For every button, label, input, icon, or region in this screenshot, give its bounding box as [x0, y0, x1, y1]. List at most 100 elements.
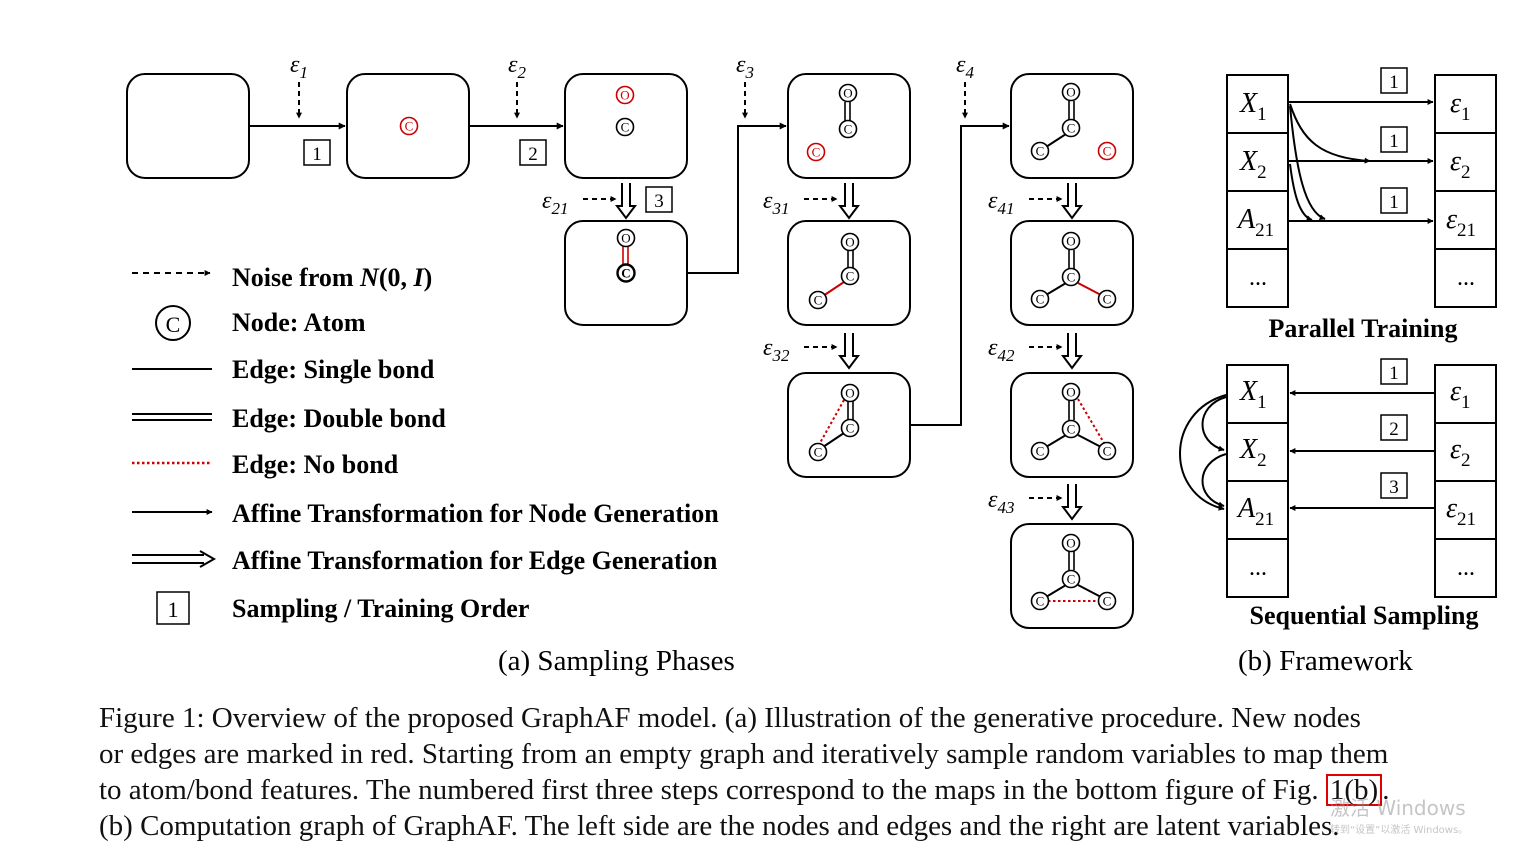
- pt-left-a21: A21: [1236, 204, 1274, 241]
- edge-step-32: ε32: [763, 333, 860, 370]
- legend: Noise from N(0, I) C Node: Atom Edge: Si…: [132, 263, 719, 625]
- subcaption-a: (a) Sampling Phases: [498, 645, 735, 677]
- atom-node: [1097, 141, 1117, 161]
- legend-noise-label: Noise from N(0, I): [232, 263, 432, 292]
- atom-node: [1030, 289, 1050, 309]
- legend-affine-node-label: Affine Transformation for Node Generatio…: [232, 499, 719, 528]
- atom-label: C: [621, 120, 630, 135]
- figure-caption: Figure 1: Overview of the proposed Graph…: [99, 700, 1529, 844]
- atom-label: O: [1066, 536, 1075, 551]
- sampling-phases-panel: ε1 ε2 ε3 ε4 1 2 3 ε21 ε31 ε32 ε41: [126, 52, 1134, 629]
- atom-node: [1030, 441, 1050, 461]
- order-mark-3-text: 3: [654, 191, 664, 212]
- order-mark-3: [645, 186, 673, 213]
- figure-reference-link[interactable]: 1(b): [1325, 774, 1383, 806]
- subcaption-b: (b) Framework: [1238, 645, 1413, 677]
- noise-label-1: ε1: [290, 52, 308, 82]
- atom-label: C: [844, 122, 853, 137]
- atom-label: C: [1036, 292, 1045, 307]
- atom-label: C: [814, 293, 823, 308]
- atom-node: [840, 418, 860, 438]
- order-mark-2: [519, 139, 547, 166]
- atom-label: C: [1103, 594, 1112, 609]
- legend-single-label: Edge: Single bond: [232, 355, 435, 384]
- sequential-sampling-title: Sequential Sampling: [1249, 601, 1478, 630]
- atom-label: O: [621, 231, 630, 246]
- pt-right-e2: ε2: [1450, 146, 1471, 183]
- atom-node: [840, 232, 860, 252]
- order-mark-2-text: 2: [528, 144, 538, 165]
- pt-left-x1: X1: [1239, 88, 1267, 125]
- atom-node: [1097, 441, 1117, 461]
- pt-left-x2: X2: [1239, 146, 1267, 183]
- atom-node: [1097, 591, 1117, 611]
- edge-step-43: ε43: [988, 484, 1083, 521]
- atom-label: C: [1067, 572, 1076, 587]
- atom-label: C: [814, 445, 823, 460]
- ss-left-x2: X2: [1239, 434, 1267, 471]
- atom-label: C: [1036, 444, 1045, 459]
- atom-node: [1061, 231, 1081, 251]
- atom-label: O: [1066, 234, 1075, 249]
- noise-label-4: ε4: [956, 52, 974, 82]
- atom-node: [1061, 82, 1081, 102]
- atom-node: [840, 383, 860, 403]
- legend-nobond-label: Edge: No bond: [232, 450, 399, 479]
- legend-order-swatch: [156, 591, 190, 625]
- atom-label: C: [1103, 144, 1112, 159]
- caption-line-3: to atom/bond features. The numbered firs…: [99, 774, 1390, 806]
- atom-node: [1061, 533, 1081, 553]
- atom-node: [616, 263, 636, 283]
- ss-right-e21: ε21: [1446, 493, 1476, 530]
- svg-text:ε21: ε21: [542, 188, 568, 218]
- ss-mark-2: 2: [1389, 419, 1399, 440]
- noise-label-3: ε3: [736, 52, 754, 82]
- graphaf-figure: ε1 ε2 ε3 ε4 1 2 3 ε21 ε31 ε32 ε41: [126, 52, 1497, 677]
- atom-label: C: [1036, 594, 1045, 609]
- state-box-4-2: [1010, 372, 1134, 478]
- ss-mark-1: 1: [1389, 363, 1399, 384]
- svg-text:ε31: ε31: [763, 188, 789, 218]
- atom-label: O: [845, 235, 854, 250]
- atom-node: [615, 117, 635, 137]
- flow-arrow-3: [687, 122, 787, 274]
- pt-mark-3: 1: [1389, 192, 1399, 213]
- state-box-4: [1010, 73, 1134, 179]
- atom-node: [399, 116, 419, 136]
- svg-text:ε32: ε32: [763, 335, 790, 365]
- edge-step-41: ε41: [988, 183, 1083, 220]
- atom-label: C: [1103, 444, 1112, 459]
- legend-order-swatch-text: 1: [168, 597, 179, 622]
- pt-mark-1: 1: [1389, 72, 1399, 93]
- edge-step-21: ε21: [542, 183, 637, 220]
- atom-label: C: [846, 269, 855, 284]
- atom-node: [840, 266, 860, 286]
- ss-right-e2: ε2: [1450, 434, 1471, 471]
- pt-mark-2: 1: [1389, 131, 1399, 152]
- atom-node: [806, 142, 826, 162]
- atom-label: C: [1067, 121, 1076, 136]
- legend-double-label: Edge: Double bond: [232, 404, 446, 433]
- atom-label: O: [1066, 85, 1075, 100]
- atom-label: C: [1036, 144, 1045, 159]
- atom-node: [808, 290, 828, 310]
- caption-line-4: (b) Computation graph of GraphAF. The le…: [99, 810, 1340, 842]
- ss-right-e1: ε1: [1450, 376, 1471, 413]
- svg-text:ε42: ε42: [988, 335, 1015, 365]
- pt-left-dots: ...: [1249, 265, 1267, 291]
- atom-node: [838, 83, 858, 103]
- ss-left-a21: A21: [1236, 493, 1274, 530]
- atom-label: C: [621, 266, 630, 281]
- order-mark-1-text: 1: [312, 144, 322, 165]
- framework-panel: X1 X2 A21 ... ε1 ε2 ε21 ... 1 1 1 Parall…: [1179, 67, 1497, 630]
- atom-label: C: [405, 119, 414, 134]
- atom-node: [1061, 118, 1081, 138]
- atom-node: [1061, 267, 1081, 287]
- legend-atom-swatch: [155, 305, 191, 341]
- caption-line-1: Figure 1: Overview of the proposed Graph…: [99, 702, 1361, 734]
- edge-step-42: ε42: [988, 333, 1083, 370]
- parallel-training-title: Parallel Training: [1269, 314, 1458, 343]
- atom-label: O: [843, 86, 852, 101]
- atom-label: C: [812, 145, 821, 160]
- atom-node: [616, 228, 636, 248]
